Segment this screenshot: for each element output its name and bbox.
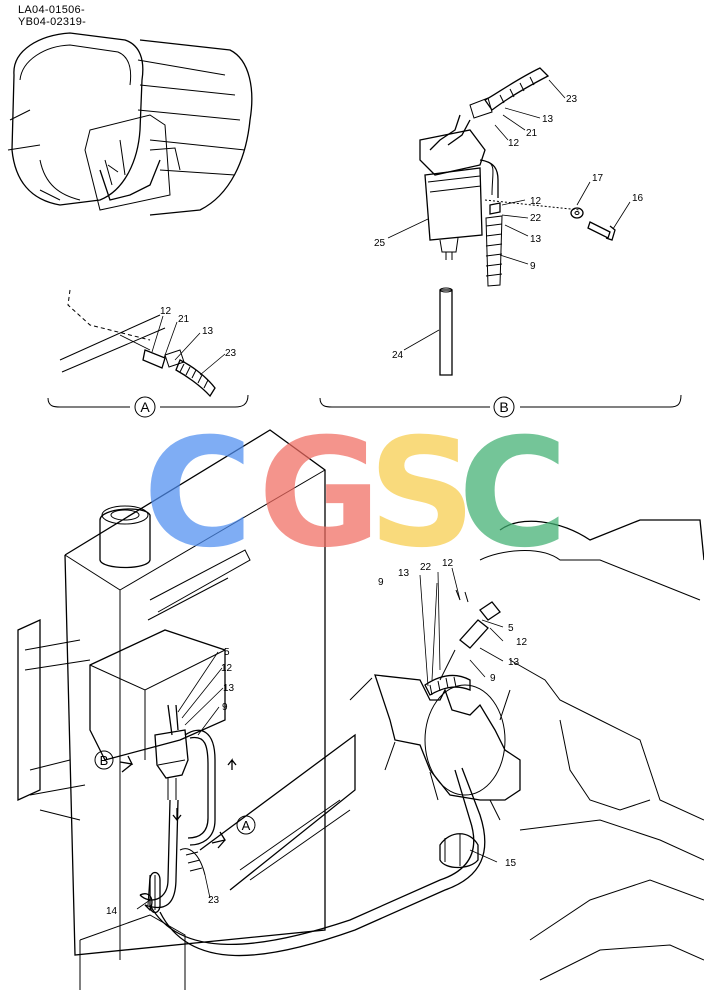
view-b-callout-13: 13 — [542, 114, 554, 125]
view-b-callout-12: 12 — [508, 138, 520, 149]
view-b-circle — [493, 396, 515, 418]
main-callout-9b: 9 — [378, 577, 384, 588]
view-a-callout-12: 12 — [160, 306, 172, 317]
view-b-callout-21: 21 — [526, 128, 538, 139]
main-assembly: 5 12 13 9 14 23 9 13 22 12 5 12 13 9 15 … — [17, 429, 704, 990]
view-a-letter: A — [140, 399, 150, 415]
doc-code-1: LA04-01506- — [18, 4, 85, 16]
watermark-letter-c2: C — [458, 407, 568, 581]
main-callout-12b: 12 — [442, 558, 454, 569]
main-callout-9: 9 — [222, 702, 228, 713]
main-callout-13: 13 — [223, 683, 235, 694]
view-b-callout-9: 9 — [530, 261, 536, 272]
main-callout-13c: 13 — [508, 657, 520, 668]
main-callout-12: 12 — [221, 663, 233, 674]
main-callout-5: 5 — [224, 647, 230, 658]
main-callout-9c: 9 — [490, 673, 496, 684]
machine-overview — [7, 32, 253, 216]
main-callout-22: 22 — [420, 562, 432, 573]
view-b-bracket-right — [520, 394, 682, 408]
view-b-letter: B — [499, 399, 508, 415]
view-a-circle — [134, 396, 156, 418]
main-callout-13b: 13 — [398, 568, 410, 579]
main-ref-a-letter: A — [242, 818, 251, 833]
main-callout-15: 15 — [505, 858, 517, 869]
view-b-callout-16: 16 — [632, 193, 644, 204]
doc-code-2: YB04-02319- — [18, 16, 87, 28]
view-a-callout-21: 21 — [178, 314, 190, 325]
view-a-detail: 12 21 13 23 A — [47, 289, 249, 418]
main-ref-b-circle — [94, 750, 114, 770]
view-a-callout-13: 13 — [202, 326, 214, 337]
watermark-letter-g: G — [258, 407, 381, 581]
view-b-callout-23: 23 — [566, 94, 578, 105]
watermark-letter-c1: C — [143, 407, 253, 581]
view-b-detail: 23 13 21 12 17 16 12 22 13 9 25 24 B — [319, 67, 682, 418]
view-a-callout-23: 23 — [225, 348, 237, 359]
view-b-callout-17: 17 — [592, 173, 604, 184]
main-callout-5b: 5 — [508, 623, 514, 634]
main-callout-12c: 12 — [516, 637, 528, 648]
main-ref-b-letter: B — [100, 753, 109, 768]
main-callout-23: 23 — [208, 895, 220, 906]
cgsc-watermark: C G S C — [143, 407, 568, 581]
view-b-callout-22: 22 — [530, 213, 542, 224]
view-b-callout-12b: 12 — [530, 196, 542, 207]
view-a-bracket-right — [160, 394, 249, 408]
watermark-letter-s: S — [368, 407, 476, 581]
view-b-bracket-left — [319, 397, 490, 408]
view-b-callout-25: 25 — [374, 238, 386, 249]
main-ref-a-circle — [236, 815, 256, 835]
view-b-callout-24: 24 — [392, 350, 404, 361]
main-callout-14: 14 — [106, 906, 118, 917]
view-b-callout-13b: 13 — [530, 234, 542, 245]
view-a-bracket-left — [47, 397, 130, 408]
